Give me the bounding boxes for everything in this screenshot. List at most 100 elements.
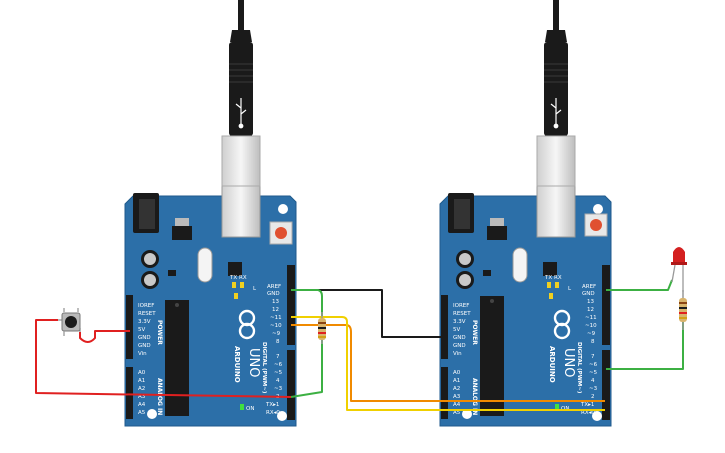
wire-black-gnd[interactable]	[291, 289, 444, 338]
pin-label-5: ~5	[274, 370, 283, 376]
usb-cable-left	[221, 0, 261, 187]
usb-symbol-icon	[550, 98, 562, 129]
pin-label-a3: A3	[138, 394, 146, 400]
crystal	[197, 247, 213, 283]
pin-label-12: 12	[587, 307, 594, 313]
resistor-left[interactable]	[318, 312, 326, 344]
digital-header-bottom	[602, 350, 610, 420]
pin-label-a5: A5	[138, 410, 146, 416]
analog-header-label: ANALOG IN	[471, 378, 478, 415]
pin-label-vin: Vin	[453, 351, 462, 357]
pin-label-13: 13	[272, 299, 279, 305]
power-header	[126, 295, 133, 359]
analog-header-label: ANALOG IN	[156, 378, 163, 415]
pin-label-reset: RESET	[453, 311, 471, 317]
led-rx	[555, 282, 559, 288]
usb-b-port	[221, 184, 261, 238]
wire-green-right-gnd[interactable]	[606, 279, 673, 291]
usb-chip	[228, 262, 242, 276]
led-label-rx: RX	[554, 275, 562, 281]
wire-green-left[interactable]	[290, 289, 323, 398]
analog-header	[441, 367, 448, 419]
led-on	[240, 404, 244, 410]
led-label-tx: TX	[544, 275, 552, 281]
arduino-board-left[interactable]: L TX RX ON ARDUINO UNO POWER ANALOG IN D…	[124, 184, 297, 427]
usb-cable-right	[536, 0, 576, 187]
mounting-hole	[592, 411, 602, 421]
pin-label-a0: A0	[453, 370, 461, 376]
pin-label-5v: 5V	[138, 327, 145, 333]
pin-label-a3: A3	[453, 394, 461, 400]
push-button[interactable]	[58, 308, 81, 336]
pin-label-a1: A1	[453, 378, 460, 384]
pin-label-9: ~9	[587, 331, 596, 337]
pin-label-ioref: IOREF	[453, 303, 469, 309]
mounting-hole	[278, 204, 288, 214]
analog-header	[126, 367, 133, 419]
arduino-logo	[238, 309, 256, 340]
pin-label-3v3: 3.3V	[453, 319, 466, 325]
pin-label-7: 7	[591, 354, 595, 360]
pin-label-a5: A5	[453, 410, 461, 416]
digital-header-top	[602, 265, 610, 345]
wire-red-button-to-pin2[interactable]	[35, 319, 292, 398]
pin-label-ioref: IOREF	[138, 303, 154, 309]
pin-label-3: ~3	[589, 386, 598, 392]
power-header-label: POWER	[471, 320, 478, 345]
led-label-tx: TX	[229, 275, 237, 281]
board-brand: ARDUINO	[233, 346, 241, 383]
led-rx	[240, 282, 244, 288]
pin-label-2: 2	[591, 394, 595, 400]
pin-label-5v: 5V	[453, 327, 460, 333]
pin-label-a0: A0	[138, 370, 146, 376]
wire-green-right-pin5[interactable]	[606, 318, 684, 370]
pin-label-3: ~3	[274, 386, 283, 392]
mounting-hole	[147, 409, 157, 419]
usb-chip	[543, 262, 557, 276]
crystal	[512, 247, 528, 283]
pin-label-rx0: RX◂0	[266, 410, 280, 416]
pin-label-gnd: GND	[138, 335, 151, 341]
led-label-l: L	[568, 286, 572, 292]
pin-label-a1: A1	[138, 378, 145, 384]
pin-label-4: 4	[591, 378, 595, 384]
pin-label-a4: A4	[138, 402, 146, 408]
usb-symbol-icon	[235, 98, 247, 129]
pin-label-9: ~9	[272, 331, 281, 337]
red-led[interactable]	[671, 247, 687, 292]
resistor-right[interactable]	[679, 290, 687, 330]
wire-yellow-pin11[interactable]	[291, 316, 605, 411]
pin-label-10: ~10	[585, 323, 597, 329]
pin-label-11: ~11	[270, 315, 282, 321]
pin-label-tx1: TX▸1	[580, 402, 594, 408]
pin-label-4: 4	[276, 378, 280, 384]
arduino-board-right[interactable]: L TX RX ON ARDUINO UNO POWER ANALOG IN D…	[439, 184, 612, 427]
board-brand: ARDUINO	[548, 346, 556, 383]
pin-label-7: 7	[276, 354, 280, 360]
board-model: UNO	[246, 348, 261, 377]
pin-label-vin: Vin	[138, 351, 147, 357]
digital-header-top	[287, 265, 295, 345]
pin-label-12: 12	[272, 307, 279, 313]
pin-label-a4: A4	[453, 402, 461, 408]
pin-label-reset: RESET	[138, 311, 156, 317]
board-model: UNO	[561, 348, 576, 377]
led-l	[234, 293, 238, 299]
pin-label-3v3: 3.3V	[138, 319, 151, 325]
mounting-hole	[593, 204, 603, 214]
pin-label-gnd: GND	[453, 335, 466, 341]
digital-header-label: DIGITAL (PWM~)	[576, 342, 582, 394]
pin-label-a2: A2	[453, 386, 460, 392]
voltage-regulator	[172, 226, 192, 240]
pin-label-aref: AREF	[582, 284, 596, 290]
pin-label-6: ~6	[589, 362, 598, 368]
pin-label-11: ~11	[585, 315, 597, 321]
pin-label-10: ~10	[270, 323, 282, 329]
mounting-hole	[462, 409, 472, 419]
wire-red-5v[interactable]	[79, 330, 130, 343]
led-label-l: L	[253, 286, 257, 292]
led-tx	[547, 282, 551, 288]
digital-header-label: DIGITAL (PWM~)	[261, 342, 267, 394]
power-header-label: POWER	[156, 320, 163, 345]
